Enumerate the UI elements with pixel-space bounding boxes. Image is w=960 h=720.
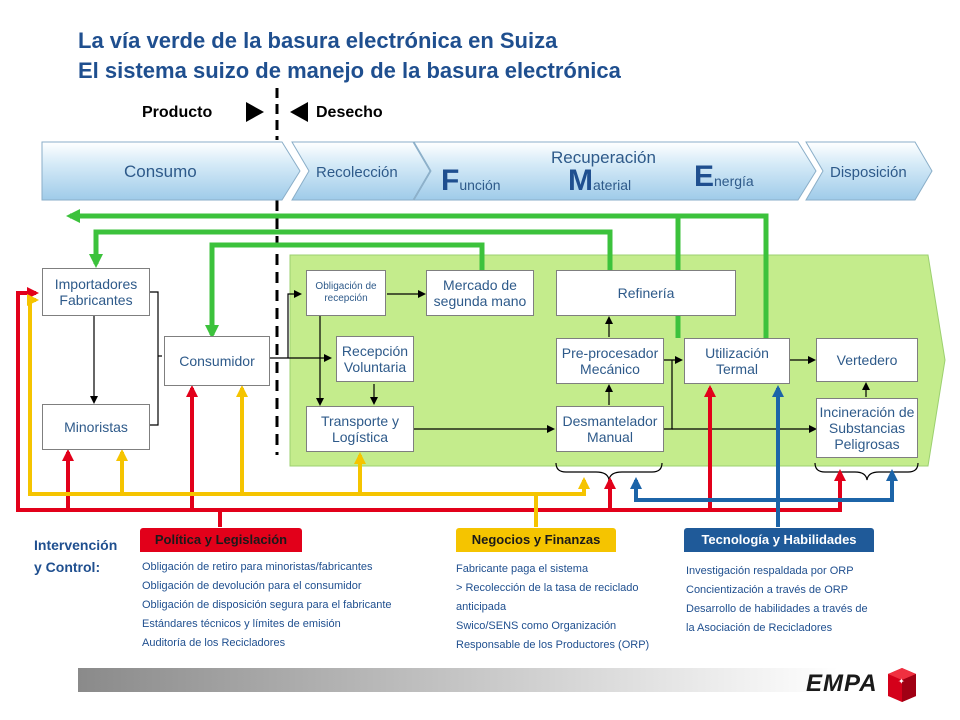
tecnologia-item: Concientización a través de ORP <box>686 584 849 596</box>
negocios-item: anticipada <box>456 601 507 613</box>
box-vertedero: Vertedero <box>816 338 918 382</box>
box-recepcion: Recepción Voluntaria <box>336 336 414 382</box>
box-incineracion: Incineración de Substancias Peligrosas <box>816 398 918 458</box>
business-flows <box>27 294 590 527</box>
box-utilizacion: Utilización Termal <box>684 338 790 384</box>
footer-bar <box>78 668 838 692</box>
tecnologia-list: Investigación respaldada por ORP Concien… <box>686 562 868 638</box>
tecnologia-item: Desarrollo de habilidades a través de <box>686 603 868 615</box>
category-tecnologia: Tecnología y Habilidades <box>684 528 874 552</box>
box-importadores: Importadores Fabricantes <box>42 268 150 316</box>
box-refineria: Refinería <box>556 270 736 316</box>
energia-initial: E <box>694 160 715 193</box>
negocios-item: > Recolección de la tasa de reciclado <box>456 582 639 594</box>
politica-item: Auditoría de los Recicladores <box>142 637 286 649</box>
stage-material: Material <box>568 164 631 198</box>
funcion-rest: unción <box>459 177 501 193</box>
politica-list: Obligación de retiro para minoristas/fab… <box>142 558 392 653</box>
funcion-initial: F <box>441 164 460 197</box>
title-line-2: El sistema suizo de manejo de la basura … <box>78 58 621 83</box>
control-label-line-1: Intervención <box>34 537 118 553</box>
empa-logo: EMPA <box>806 670 878 697</box>
material-initial: M <box>568 164 593 197</box>
tecnologia-item: Investigación respaldada por ORP <box>686 565 854 577</box>
stage-recoleccion: Recolección <box>316 164 398 181</box>
stage-consumo: Consumo <box>124 162 197 181</box>
desecho-label: Desecho <box>316 104 383 121</box>
green-return-flows <box>66 209 769 339</box>
stage-funcion: Función <box>441 164 501 198</box>
title-line-1: La vía verde de la basura electrónica en… <box>78 28 558 53</box>
box-preprocesador: Pre-procesador Mecánico <box>556 338 664 384</box>
stage-recuperacion: Recuperación <box>551 148 656 167</box>
box-mercado: Mercado de segunda mano <box>426 270 534 316</box>
material-flows <box>90 290 870 433</box>
box-minoristas: Minoristas <box>42 404 150 450</box>
politica-item: Estándares técnicos y límites de emisión <box>142 618 341 630</box>
politica-item: Obligación de disposición segura para el… <box>142 599 392 611</box>
control-label: Intervención y Control: <box>34 534 117 578</box>
tecnologia-item: la Asociación de Recicladores <box>686 622 833 634</box>
control-label-line-2: y Control: <box>34 559 101 575</box>
empa-logo-cube: ✦ <box>888 668 916 702</box>
producto-label: Producto <box>142 104 213 121</box>
box-obligacion: Obligación de recepción <box>306 270 386 316</box>
negocios-item: Swico/SENS como Organización <box>456 620 617 632</box>
negocios-list: Fabricante paga el sistema > Recolección… <box>456 560 649 655</box>
box-transporte: Transporte y Logística <box>306 406 414 452</box>
box-consumidor: Consumidor <box>164 336 270 386</box>
material-rest: aterial <box>593 177 632 193</box>
stage-disposicion: Disposición <box>830 164 907 181</box>
energia-rest: nergía <box>714 173 754 189</box>
politica-item: Obligación de retiro para minoristas/fab… <box>142 561 373 573</box>
stage-energia: Energía <box>694 160 754 194</box>
category-politica: Política y Legislación <box>140 528 302 552</box>
box-desmantelador: Desmantelador Manual <box>556 406 664 452</box>
negocios-item: Fabricante paga el sistema <box>456 563 589 575</box>
technology-flows <box>630 385 898 527</box>
category-negocios: Negocios y Finanzas <box>456 528 616 552</box>
policy-flows <box>16 287 846 527</box>
negocios-item: Responsable de los Productores (ORP) <box>456 639 650 651</box>
stage-bar <box>41 141 933 201</box>
politica-item: Obligación de devolución para el consumi… <box>142 580 362 592</box>
svg-text:✦: ✦ <box>898 677 905 686</box>
